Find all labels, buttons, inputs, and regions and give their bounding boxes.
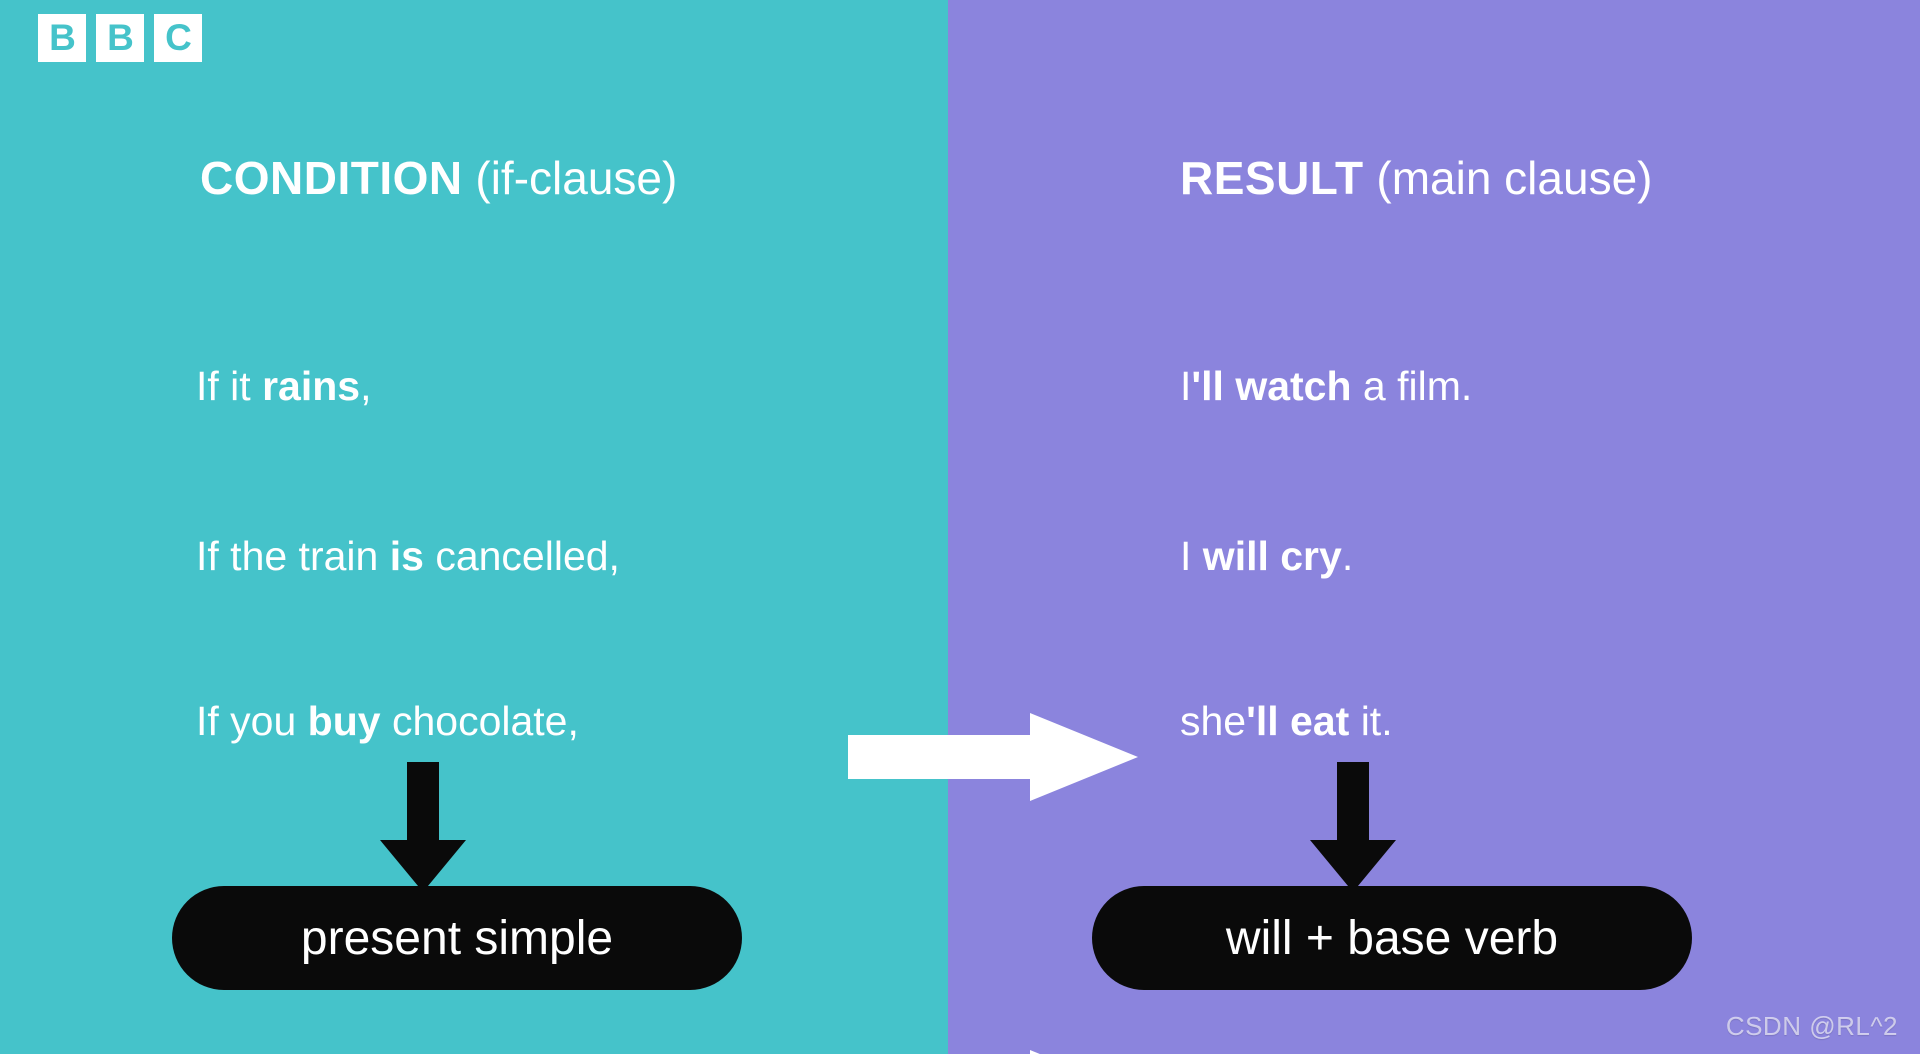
arrow-right-icon: [848, 713, 1138, 801]
clause-bold: 'll watch: [1191, 363, 1352, 409]
example-row: If you buy chocolate, she'll eat it.: [0, 690, 1920, 770]
result-heading: RESULT (main clause): [1180, 150, 1652, 206]
clause-pre: If it: [196, 363, 263, 409]
condition-heading: CONDITION (if-clause): [200, 150, 677, 206]
bbc-logo-letter-2: B: [96, 14, 144, 62]
bbc-logo-letter-3: C: [154, 14, 202, 62]
result-panel: [948, 0, 1920, 1054]
condition-heading-bold: CONDITION: [200, 152, 463, 204]
clause-pre: If you: [196, 698, 308, 744]
clause-bold: will cry: [1202, 533, 1342, 579]
result-heading-rest: (main clause): [1363, 152, 1653, 204]
clause-post: chocolate,: [380, 698, 579, 744]
clause-pre: I: [1180, 533, 1203, 579]
clause-bold: buy: [307, 698, 381, 744]
example-row: If it rains, I'll watch a film.: [0, 355, 1920, 801]
clause-post: a film.: [1351, 363, 1473, 409]
result-clause: I'll watch a film.: [1180, 355, 1472, 417]
arrow-down-icon: [1310, 762, 1396, 892]
arrow-down-icon: [380, 762, 466, 892]
clause-bold: is: [389, 533, 424, 579]
pill-text: will + base verb: [1225, 911, 1559, 965]
clause-bold: 'll eat: [1246, 698, 1350, 744]
clause-post: it.: [1349, 698, 1393, 744]
example-row: If the train is cancelled, I will cry.: [0, 525, 1920, 1054]
bbc-logo: B B C: [38, 14, 202, 62]
condition-clause: If the train is cancelled,: [196, 525, 620, 587]
clause-pre: she: [1180, 698, 1247, 744]
condition-clause: If it rains,: [196, 355, 371, 417]
clause-post: ,: [360, 363, 372, 409]
bbc-logo-letter-1: B: [38, 14, 86, 62]
condition-heading-rest: (if-clause): [462, 152, 678, 204]
arrow-right-icon: [848, 1050, 1138, 1054]
result-heading-bold: RESULT: [1180, 152, 1364, 204]
watermark: CSDN @RL^2: [1725, 1011, 1898, 1041]
present-simple-label: present simple: [172, 886, 742, 990]
clause-pre: If the train: [196, 533, 390, 579]
pill-text: present simple: [300, 911, 614, 965]
result-clause: I will cry.: [1180, 525, 1353, 587]
condition-clause: If you buy chocolate,: [196, 690, 579, 752]
clause-post: cancelled,: [423, 533, 620, 579]
clause-post: .: [1341, 533, 1354, 579]
condition-panel: [0, 0, 948, 1054]
result-clause: she'll eat it.: [1180, 690, 1393, 752]
clause-pre: I: [1180, 363, 1192, 409]
clause-bold: rains: [262, 363, 361, 409]
will-base-verb-label: will + base verb: [1092, 886, 1692, 990]
